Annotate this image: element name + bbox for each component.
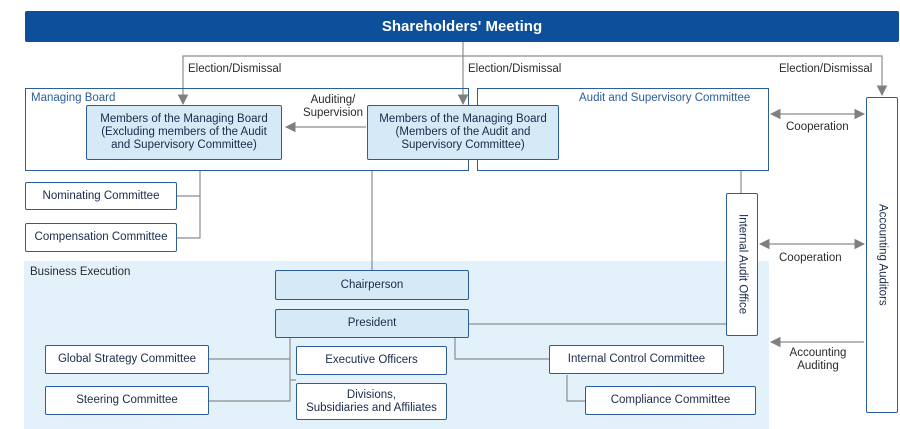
- president-right-branch: [454, 338, 549, 360]
- chairperson-box: Chairperson: [275, 270, 469, 300]
- nominating-committee-box: Nominating Committee: [25, 182, 177, 210]
- election-label-mid: Election/Dismissal: [468, 63, 562, 75]
- president-box: President: [275, 309, 469, 338]
- steering-committee-box: Steering Committee: [45, 386, 209, 415]
- executive-officers-box: Executive Officers: [296, 346, 447, 375]
- members-incl-line-1: Members of the Managing Board: [379, 113, 547, 125]
- internal-audit-office-box: Internal Audit Office: [726, 193, 758, 336]
- audit-committee-label: Audit and Supervisory Committee: [579, 92, 751, 104]
- internal-control-to-compliance: [566, 375, 585, 402]
- managing-board-label: Managing Board: [31, 92, 116, 104]
- auditing-label-line-1: Auditing/: [310, 94, 356, 106]
- members-audit-box: Members of the Managing Board (Members o…: [367, 105, 559, 160]
- election-label-left: Election/Dismissal: [188, 63, 282, 75]
- committee-connector: [177, 170, 201, 239]
- internal-audit-office-label: Internal Audit Office: [736, 214, 749, 315]
- members-excl-line-2: (Excluding members of the Audit: [101, 126, 267, 138]
- divisions-line-1: Divisions,: [346, 388, 397, 401]
- auditing-label-line-2: Supervision: [302, 107, 364, 119]
- internal-control-committee-box: Internal Control Committee: [549, 345, 724, 374]
- members-excl-line-1: Members of the Managing Board: [100, 113, 268, 125]
- members-incl-line-2: (Members of the Audit and: [395, 126, 531, 138]
- members-excl-line-3: and Supervisory Committee): [111, 139, 257, 151]
- shareholders-meeting-bar: Shareholders' Meeting: [25, 11, 899, 42]
- accounting-auditing-line-2: Auditing: [797, 360, 839, 372]
- compensation-committee-box: Compensation Committee: [25, 223, 177, 252]
- election-line-right: [463, 55, 888, 97]
- accounting-auditing-label: Accounting Auditing: [786, 347, 850, 373]
- business-execution-label: Business Execution: [30, 266, 131, 278]
- election-label-right: Election/Dismissal: [779, 63, 873, 75]
- global-strategy-committee-box: Global Strategy Committee: [45, 345, 209, 374]
- accounting-auditors-box: Accounting Auditors: [866, 97, 898, 413]
- cooperation-label-top: Cooperation: [786, 121, 849, 133]
- compliance-committee-box: Compliance Committee: [585, 386, 756, 415]
- accounting-auditors-label: Accounting Auditors: [876, 204, 889, 306]
- auditing-supervision-label: Auditing/ Supervision: [300, 94, 366, 120]
- accounting-auditing-line-1: Accounting: [789, 347, 847, 359]
- election-line-left: [177, 42, 464, 106]
- president-left-branch: [209, 338, 296, 402]
- cooperation-label-mid: Cooperation: [779, 252, 842, 264]
- members-excluding-audit-box: Members of the Managing Board (Excluding…: [86, 105, 282, 160]
- divisions-box: Divisions, Subsidiaries and Affiliates: [296, 383, 447, 420]
- divisions-line-2: Subsidiaries and Affiliates: [306, 401, 437, 414]
- members-incl-line-3: Supervisory Committee): [401, 139, 525, 151]
